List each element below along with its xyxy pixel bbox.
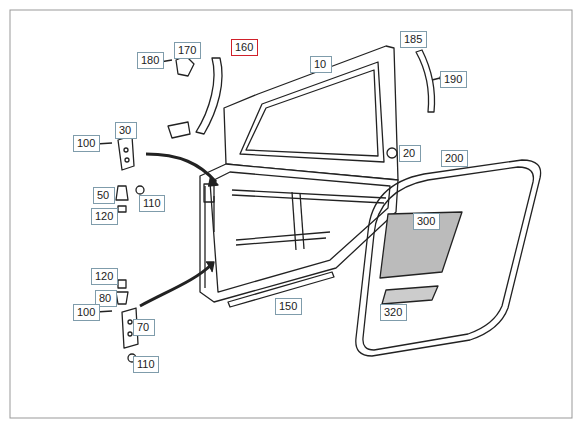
callout-number: 185 [404,33,422,45]
callout-box: 110 [133,356,159,373]
callout-box: 200 [441,150,468,167]
callout-number: 200 [445,152,463,164]
callout-number: 70 [137,321,149,333]
callout-number: 150 [279,300,297,312]
callout-box: 300 [413,213,440,230]
callout-number: 20 [403,147,415,159]
callout-box: 320 [380,304,407,321]
callout-box: 50 [93,187,115,204]
callout-box: 120 [91,268,118,285]
callout-number: 10 [314,58,326,70]
callout-box: 20 [399,145,421,162]
callout-number: 320 [384,306,402,318]
callout-box: 100 [73,304,100,321]
callout-number: 120 [95,210,113,222]
callout-number: 100 [77,137,95,149]
callout-box: 10 [310,56,332,73]
callout-number: 300 [417,215,435,227]
callout-box: 150 [275,298,302,315]
callout-box: 120 [91,208,118,225]
callout-number: 120 [95,270,113,282]
callout-box: 170 [174,42,201,59]
callout-box: 110 [139,195,165,212]
callout-number: 30 [119,124,131,136]
callout-number: 170 [178,44,196,56]
callout-number: 180 [141,54,159,66]
callout-box: 190 [440,71,467,88]
callout-box: 70 [133,319,155,336]
callout-number: 100 [77,306,95,318]
callout-box: 30 [115,122,137,139]
callout-number: 50 [97,189,109,201]
callout-box: 185 [400,31,427,48]
callout-number: 160 [235,41,253,53]
callout-number: 110 [143,197,161,209]
callout-box: 180 [137,52,164,69]
callout-number: 190 [444,73,462,85]
callout-box: 100 [73,135,100,152]
callout-number: 80 [99,292,111,304]
callout-box: 160 [231,39,258,56]
callout-number: 110 [137,358,155,370]
